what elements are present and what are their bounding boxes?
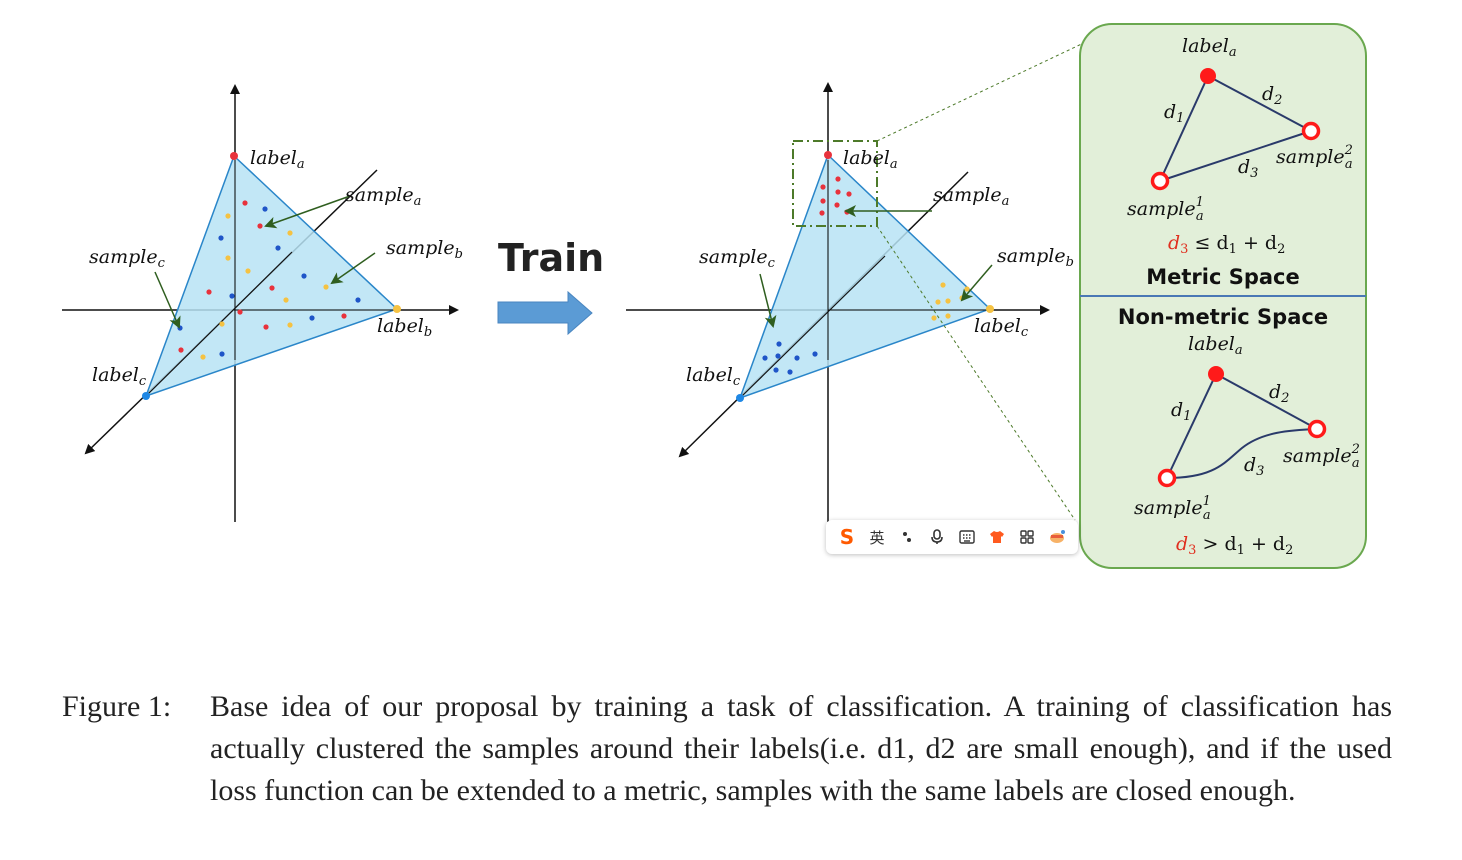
left-sample-c: samplec bbox=[89, 246, 166, 271]
left-label-a: labela bbox=[250, 147, 305, 172]
nonmetric-inequality: d3 > d1 + d2 bbox=[1176, 533, 1293, 558]
metric-space-title: Metric Space bbox=[1146, 265, 1300, 289]
left-panel: labela samplea sampleb samplec labelb la… bbox=[62, 84, 463, 522]
left-label-b: labelb bbox=[377, 315, 432, 340]
right-label-c: labelc bbox=[686, 364, 741, 389]
metric-inequality: d3 ≤ d1 + d2 bbox=[1168, 232, 1285, 257]
right-vertex-a bbox=[824, 151, 832, 159]
left-sample-a: samplea bbox=[345, 184, 421, 209]
metric-d1: d1 bbox=[1164, 101, 1184, 126]
right-cluster-red bbox=[819, 176, 852, 216]
nonmetric-space-title: Non-metric Space bbox=[1118, 305, 1328, 329]
right-sample-b: sampleb bbox=[997, 245, 1074, 270]
right-sample-c: samplec bbox=[699, 246, 776, 271]
grid-icon[interactable] bbox=[1012, 522, 1042, 552]
metric-d2: d2 bbox=[1262, 83, 1282, 108]
right-panel: labela samplea sampleb samplec labelc la… bbox=[626, 39, 1091, 522]
metric-sample1-point bbox=[1150, 171, 1170, 191]
ime-language-toggle[interactable]: 英 bbox=[869, 528, 885, 547]
metric-label-a: labela bbox=[1182, 35, 1237, 60]
zoom-region-box bbox=[792, 140, 878, 227]
right-label-c-xaxis: labelc bbox=[974, 315, 1029, 340]
ime-toolbar[interactable]: S 英 bbox=[826, 520, 1078, 554]
nonmetric-label-a: labela bbox=[1188, 333, 1243, 358]
right-vertex-c bbox=[736, 394, 744, 402]
shirt-icon[interactable] bbox=[982, 522, 1012, 552]
metric-sample2-point bbox=[1301, 121, 1321, 141]
keyboard-icon[interactable] bbox=[952, 522, 982, 552]
left-vertex-b bbox=[393, 305, 401, 313]
nonmetric-label-point bbox=[1208, 366, 1224, 382]
caption-number: Figure 1: bbox=[62, 690, 172, 723]
left-vertex-a bbox=[230, 152, 238, 160]
metric-d3: d3 bbox=[1238, 156, 1258, 181]
left-sample-b: sampleb bbox=[386, 237, 463, 262]
left-label-c: labelc bbox=[92, 364, 147, 389]
mic-icon[interactable] bbox=[922, 522, 952, 552]
figure-caption: Figure 1: Base idea of our proposal by t… bbox=[62, 686, 1392, 812]
caption-text: Base idea of our proposal by training a … bbox=[210, 690, 1392, 807]
train-arrow: Train bbox=[497, 236, 604, 336]
right-vertex-b bbox=[986, 305, 994, 313]
skin-icon[interactable] bbox=[1042, 522, 1072, 552]
train-label: Train bbox=[498, 236, 604, 280]
right-label-a: labela bbox=[843, 147, 898, 172]
metric-label-point bbox=[1200, 68, 1216, 84]
right-cluster-blue bbox=[762, 341, 818, 375]
left-vertex-c bbox=[142, 392, 150, 400]
nonmetric-d3: d3 bbox=[1244, 454, 1264, 479]
punctuation-icon[interactable] bbox=[892, 522, 922, 552]
left-simplex-triangle bbox=[144, 154, 399, 398]
train-arrow-shape bbox=[497, 290, 593, 336]
right-sample-a: samplea bbox=[933, 184, 1009, 209]
nonmetric-d1: d1 bbox=[1171, 399, 1191, 424]
nonmetric-d2: d2 bbox=[1269, 381, 1289, 406]
nonmetric-space-diagram: Non-metric Space labela d1 d2 d3 sample2… bbox=[1118, 305, 1360, 558]
nonmetric-sample1-point bbox=[1157, 468, 1177, 488]
nonmetric-sample2-point bbox=[1307, 419, 1327, 439]
ime-logo-icon[interactable]: S bbox=[839, 525, 855, 549]
